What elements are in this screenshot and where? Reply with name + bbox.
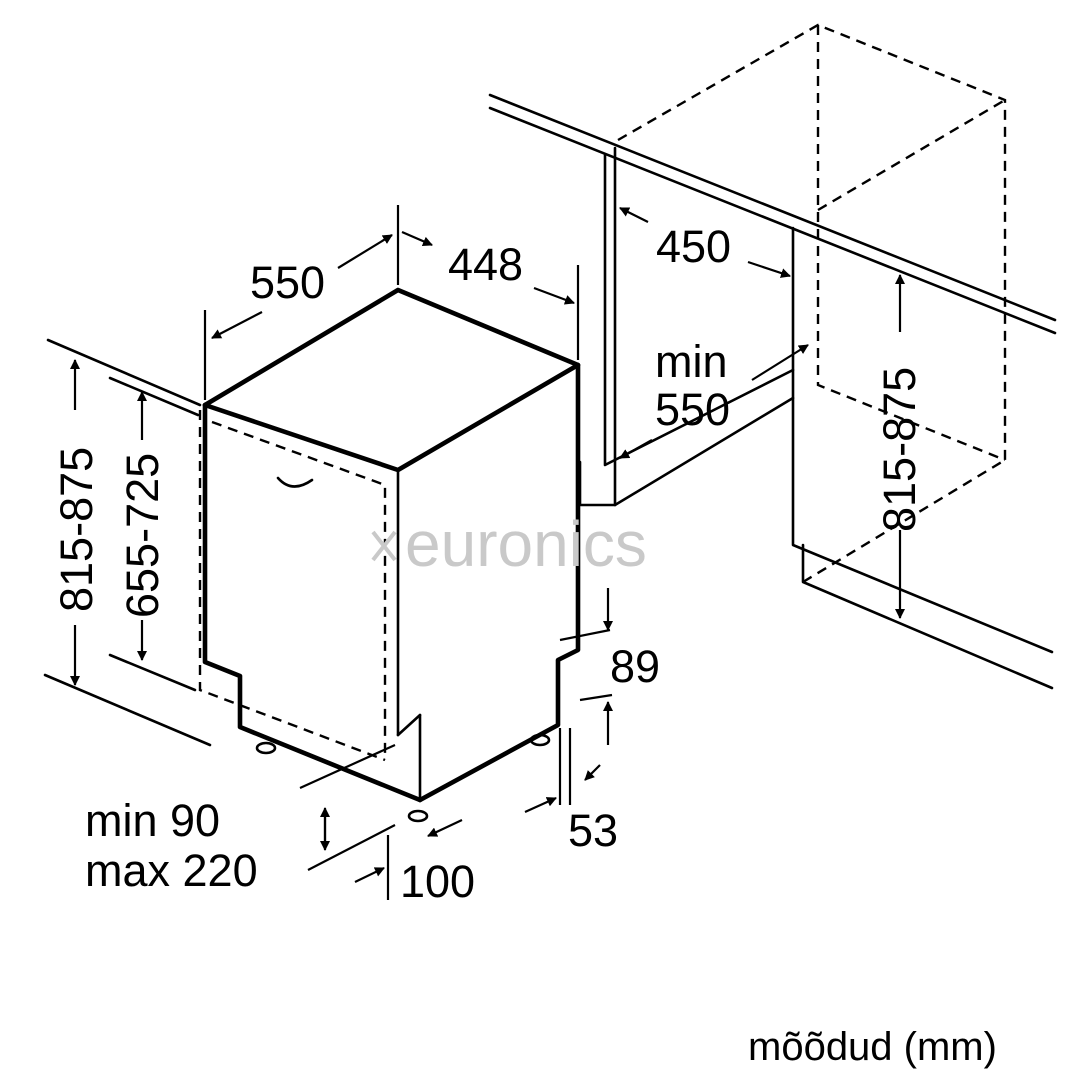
dim-depth-label: 550 bbox=[250, 257, 325, 308]
foot-icon bbox=[255, 741, 277, 755]
watermark: euronics bbox=[371, 508, 647, 580]
dim-plinth-offset-label: 89 bbox=[610, 641, 660, 692]
dim-plinth-max-label: max 220 bbox=[85, 845, 258, 896]
dim-plinth-min-label: min 90 bbox=[85, 795, 220, 846]
dim-niche-width-label: 450 bbox=[656, 221, 731, 272]
dim-total-height-label: 815-875 bbox=[51, 447, 102, 612]
installation-niche bbox=[488, 23, 1057, 690]
dim-door-height-label: 655-725 bbox=[117, 453, 168, 618]
dim-niche-depth-value-label: 550 bbox=[655, 384, 730, 435]
unit-note: mõõdud (mm) bbox=[748, 1025, 997, 1069]
dim-width-label: 448 bbox=[448, 239, 523, 290]
foot-icon bbox=[407, 809, 429, 823]
foot-icon bbox=[529, 733, 551, 747]
dim-toe-kick-label: 100 bbox=[400, 856, 475, 907]
door-handle-icon bbox=[276, 476, 314, 488]
dim-foot-height-label: 53 bbox=[568, 805, 618, 856]
floor-lines bbox=[43, 338, 212, 747]
dim-niche-height-label: 815-875 bbox=[874, 367, 925, 532]
dishwasher-body bbox=[198, 287, 581, 823]
dimension-lines bbox=[70, 205, 905, 900]
dim-niche-depth-min-label: min bbox=[655, 336, 728, 387]
watermark-text: euronics bbox=[405, 508, 647, 580]
euronics-logo-icon bbox=[371, 530, 397, 562]
